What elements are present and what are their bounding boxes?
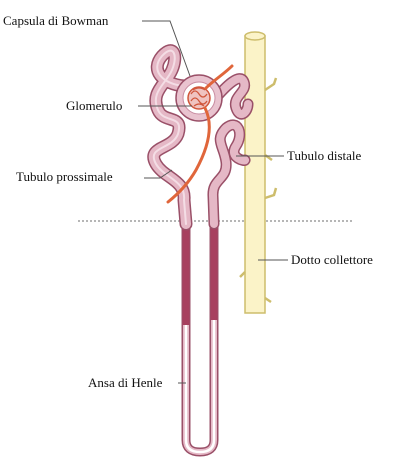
label-dotto-collettore: Dotto collettore: [291, 252, 373, 267]
label-capsula-di-bowman: Capsula di Bowman: [3, 13, 109, 28]
label-tubulo-distale: Tubulo distale: [287, 148, 362, 163]
label-ansa-di-henle: Ansa di Henle: [88, 375, 163, 390]
proximal-tubule: [154, 51, 186, 224]
label-glomerulo: Glomerulo: [66, 98, 122, 113]
loop-of-henle: [186, 218, 214, 452]
label-tubulo-prossimale: Tubulo prossimale: [16, 169, 113, 184]
collecting-duct: [240, 32, 276, 313]
